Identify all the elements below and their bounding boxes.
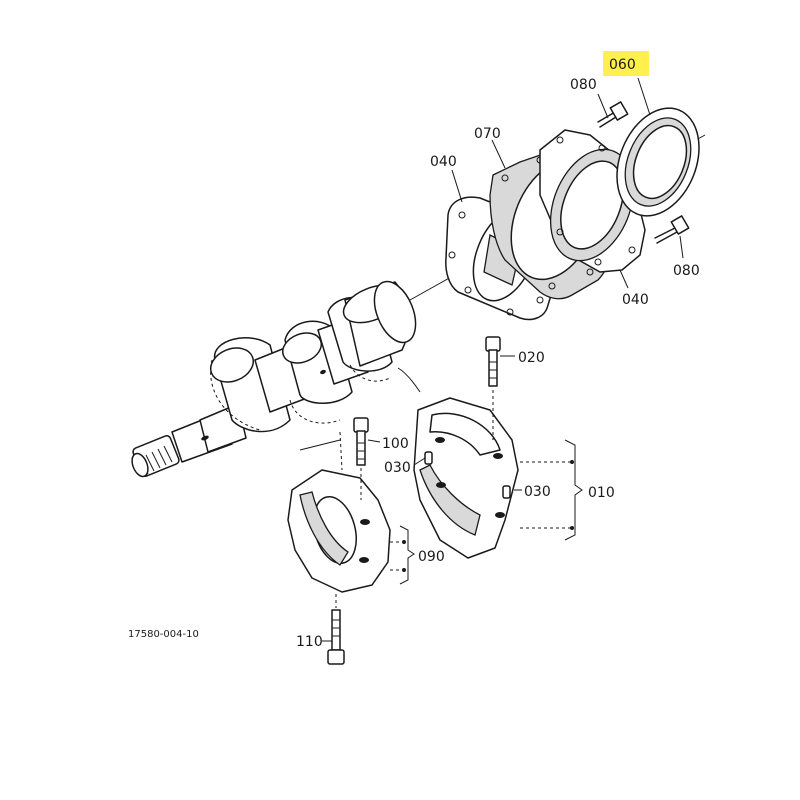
label-040-right: 040 xyxy=(622,292,649,308)
label-040-left: 040 xyxy=(430,154,457,170)
leader-lines xyxy=(322,77,684,642)
label-010: 010 xyxy=(588,485,615,501)
bolt-080-top xyxy=(597,101,629,128)
bolt-080-right xyxy=(654,215,690,244)
label-080-top: 080 xyxy=(570,77,597,93)
label-030-right: 030 xyxy=(524,484,551,500)
callout-labels: 060 080 070 040 080 040 020 100 030 030 … xyxy=(128,51,700,650)
drawing-number: 17580-004-10 xyxy=(128,629,199,640)
label-030-left: 030 xyxy=(384,460,411,476)
highlight-box xyxy=(603,51,649,76)
label-060: 060 xyxy=(609,57,636,73)
bolt-020 xyxy=(485,336,501,440)
crankshaft xyxy=(131,280,417,478)
label-090: 090 xyxy=(418,549,445,565)
label-110: 110 xyxy=(296,634,323,650)
oil-seal-060 xyxy=(616,107,700,217)
bolt-100 xyxy=(353,417,369,500)
label-080-right: 080 xyxy=(673,263,700,279)
bolt-110 xyxy=(327,594,345,665)
label-020: 020 xyxy=(518,350,545,366)
label-100: 100 xyxy=(382,436,409,452)
bearing-case-090 xyxy=(287,469,391,593)
label-070: 070 xyxy=(474,126,501,142)
pin-030-left xyxy=(424,451,433,465)
pin-030-right xyxy=(502,485,511,499)
bearing-case-010 xyxy=(413,397,519,559)
